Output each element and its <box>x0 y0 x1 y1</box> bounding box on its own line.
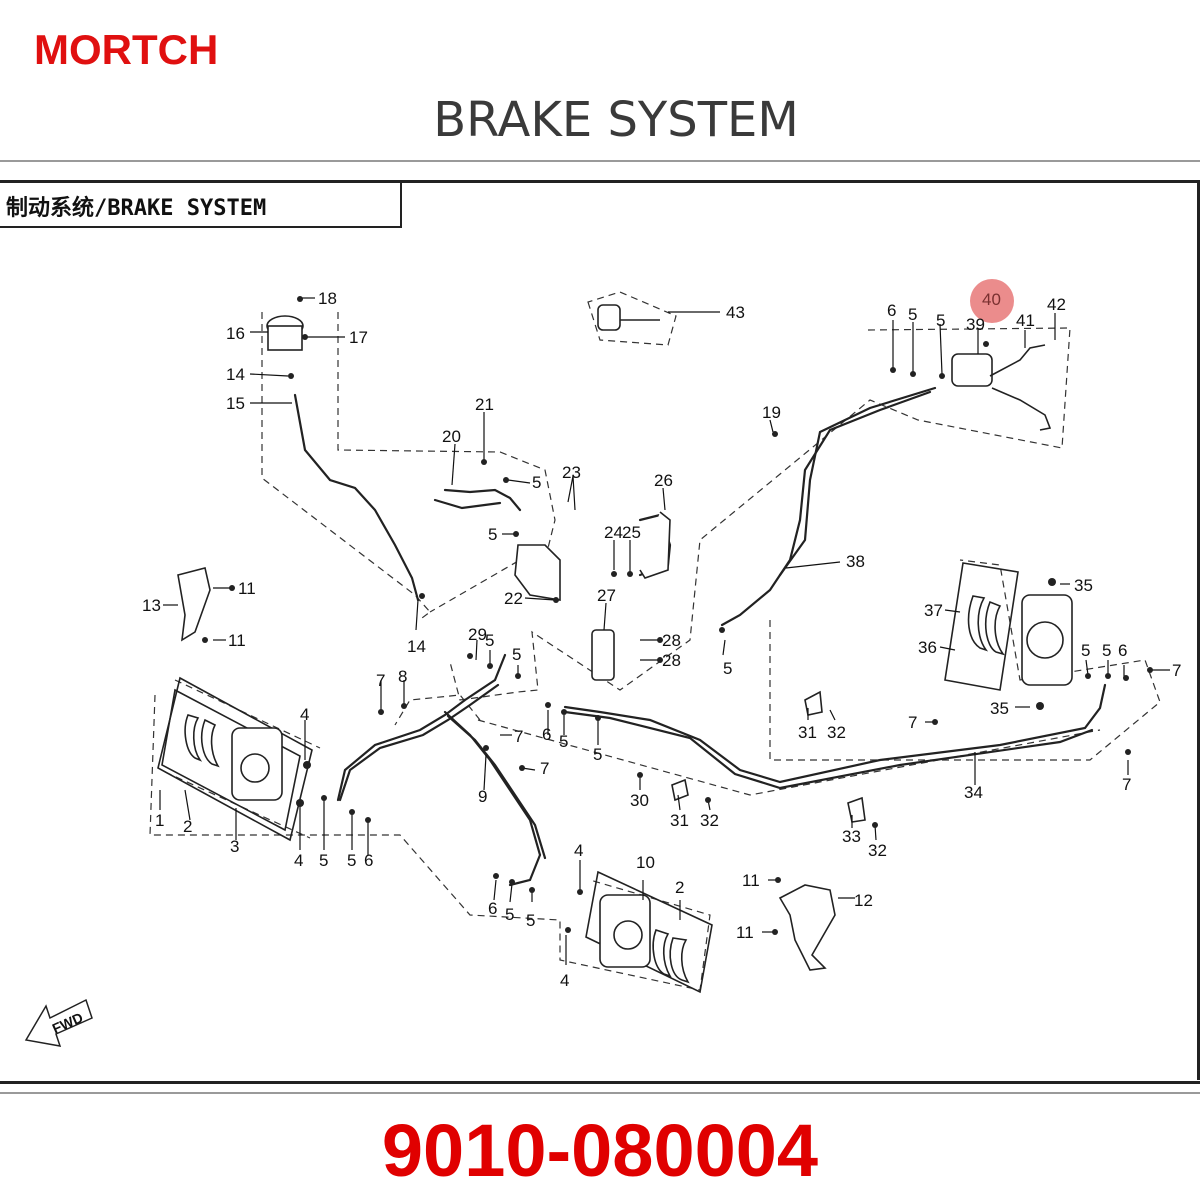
callout-4: 4 <box>560 971 569 990</box>
callout-11: 11 <box>238 579 256 598</box>
callout-16: 16 <box>226 324 245 343</box>
callout-24: 24 <box>604 523 623 542</box>
callout-43: 43 <box>726 303 745 322</box>
callout-38: 38 <box>846 552 865 571</box>
pad-caliper-boxes <box>157 562 1019 994</box>
callout-5: 5 <box>559 732 568 751</box>
callout-33: 33 <box>842 827 861 846</box>
callout-4: 4 <box>294 851 303 870</box>
component-sketches <box>177 304 1073 984</box>
callout-5: 5 <box>319 851 328 870</box>
callout-7: 7 <box>908 713 917 732</box>
callout-15: 15 <box>226 394 245 413</box>
callout-5: 5 <box>593 745 602 764</box>
fwd-label: FWD <box>50 1009 86 1037</box>
callout-6: 6 <box>364 851 373 870</box>
callout-17: 17 <box>349 328 368 347</box>
callout-2: 2 <box>183 817 192 836</box>
callout-5: 5 <box>723 659 732 678</box>
callout-31: 31 <box>798 723 817 742</box>
callout-18: 18 <box>318 289 337 308</box>
diagram-frame <box>0 180 1200 1084</box>
diagram-title-text: 制动系统/BRAKE SYSTEM <box>6 196 267 221</box>
callout-5: 5 <box>512 645 521 664</box>
callout-11: 11 <box>742 871 760 890</box>
callout-35: 35 <box>1074 576 1093 595</box>
callout-7: 7 <box>540 759 549 778</box>
callout-14: 14 <box>226 365 245 384</box>
callout-20: 20 <box>442 427 461 446</box>
callout-1: 1 <box>155 811 164 830</box>
callout-5: 5 <box>488 525 497 544</box>
callout-8: 8 <box>398 667 407 686</box>
sheet-bottom-rule <box>0 1092 1200 1094</box>
callout-4: 4 <box>574 841 583 860</box>
callout-10: 10 <box>636 853 655 872</box>
callout-14: 14 <box>407 637 426 656</box>
callout-28: 28 <box>662 631 681 650</box>
brake-lines <box>293 386 1107 887</box>
callout-2: 2 <box>675 878 684 897</box>
leader-lines <box>159 297 1170 965</box>
callout-6: 6 <box>542 725 551 744</box>
diagram-frame-right <box>1197 180 1200 1080</box>
callout-11: 11 <box>736 923 754 942</box>
callout-19: 19 <box>762 403 781 422</box>
highlight-marker <box>970 279 1014 323</box>
callout-labels: 18 16 17 14 15 43 6 5 5 39 40 41 42 19 2… <box>142 289 1181 990</box>
callout-27: 27 <box>597 586 616 605</box>
callout-11: 11 <box>228 631 246 650</box>
callout-6: 6 <box>887 301 896 320</box>
callout-22: 22 <box>504 589 523 608</box>
callout-13: 13 <box>142 596 161 615</box>
callout-7: 7 <box>1122 775 1131 794</box>
callout-5: 5 <box>485 631 494 650</box>
callout-5: 5 <box>1102 641 1111 660</box>
callout-21: 21 <box>475 395 494 414</box>
callout-7: 7 <box>1172 661 1181 680</box>
callout-32: 32 <box>827 723 846 742</box>
callout-7: 7 <box>514 727 523 746</box>
callout-4: 4 <box>300 705 309 724</box>
callout-34: 34 <box>964 783 983 802</box>
callout-39: 39 <box>966 315 985 334</box>
callout-5: 5 <box>505 905 514 924</box>
callout-12: 12 <box>854 891 873 910</box>
callout-35: 35 <box>990 699 1009 718</box>
callout-23: 23 <box>562 463 581 482</box>
callout-42: 42 <box>1047 295 1066 314</box>
callout-5: 5 <box>936 311 945 330</box>
callout-5: 5 <box>532 473 541 492</box>
callout-5: 5 <box>908 305 917 324</box>
diagram-title-box <box>0 180 402 228</box>
fastener-dots <box>202 296 1153 935</box>
callout-5: 5 <box>526 911 535 930</box>
callout-36: 36 <box>918 638 937 657</box>
callout-32: 32 <box>868 841 887 860</box>
callout-30: 30 <box>630 791 649 810</box>
callout-6: 6 <box>1118 641 1127 660</box>
callout-5: 5 <box>347 851 356 870</box>
callout-29: 29 <box>468 625 487 644</box>
callout-28: 28 <box>662 651 681 670</box>
callout-9: 9 <box>478 787 487 806</box>
page-title: BRAKE SYSTEM <box>433 92 799 148</box>
fwd-arrow: FWD <box>24 998 93 1047</box>
callout-7: 7 <box>376 671 385 690</box>
callout-3: 3 <box>230 837 239 856</box>
callout-25: 25 <box>622 523 641 542</box>
callout-26: 26 <box>654 471 673 490</box>
callout-31: 31 <box>670 811 689 830</box>
callout-41: 41 <box>1016 311 1035 330</box>
callout-5: 5 <box>1081 641 1090 660</box>
sheet-top-rule <box>0 160 1200 162</box>
brand-logo: MORTCH <box>34 26 219 73</box>
part-number: 9010-080004 <box>381 1109 819 1192</box>
callout-40: 40 <box>982 290 1001 309</box>
callout-37: 37 <box>924 601 943 620</box>
callout-6: 6 <box>488 899 497 918</box>
callout-32: 32 <box>700 811 719 830</box>
